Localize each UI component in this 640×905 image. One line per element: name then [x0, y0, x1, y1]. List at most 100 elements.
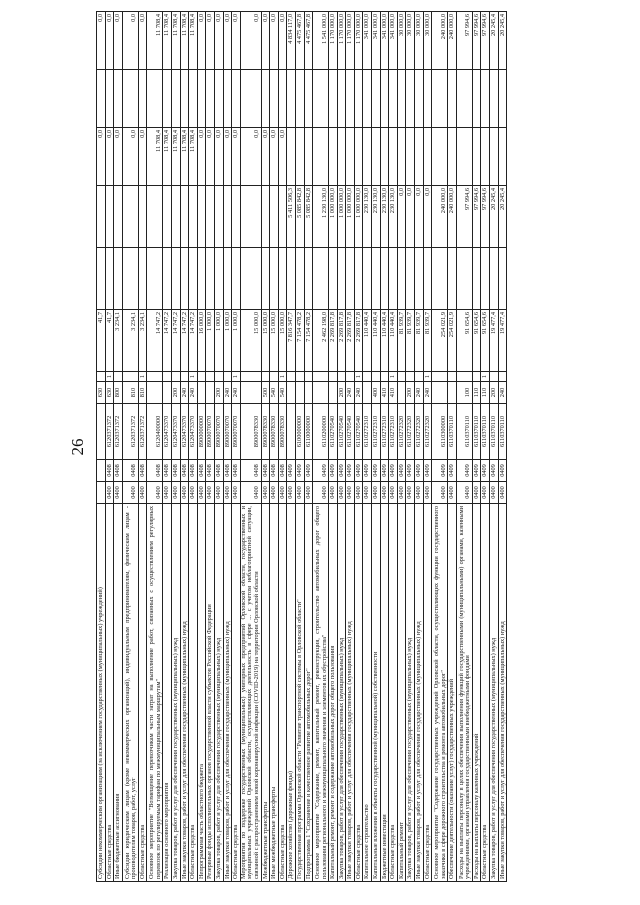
amount-col-3: 1 000 000,0: [328, 185, 338, 248]
amount-col-1: 3 234,1: [113, 309, 123, 372]
subsection-code: 0409: [489, 459, 499, 482]
source-flag: [405, 371, 415, 382]
amount-col-2: [278, 247, 287, 310]
source-flag: [312, 371, 329, 382]
amount-col-1: 14 747,2: [188, 309, 198, 372]
subsection-code: 0408: [122, 459, 139, 482]
expense-type-code: 810: [138, 381, 147, 404]
amount-col-3: [146, 185, 163, 248]
amount-col-4: [431, 127, 448, 186]
amount-col-5: [423, 69, 432, 128]
amount-col-3: 230 130,0: [388, 185, 398, 248]
target-article-code: 6110370110: [489, 403, 499, 460]
row-name: Областные средства: [480, 503, 490, 882]
source-flag: 1: [231, 371, 241, 382]
source-flag: [304, 371, 313, 382]
amount-col-6: 0,0: [261, 11, 270, 70]
section-code: 0400: [113, 481, 123, 504]
row-name: Областные средства: [105, 503, 114, 882]
amount-col-5: [146, 69, 163, 128]
amount-col-3: 97 994,6: [480, 185, 490, 248]
source-flag: 1: [480, 371, 490, 382]
target-article-code: 8900078330: [278, 403, 287, 460]
expense-type-code: [146, 381, 163, 404]
amount-col-6: 11 708,4: [180, 11, 189, 70]
amount-col-6: 0,0: [269, 11, 279, 70]
section-code: 0400: [354, 481, 363, 504]
amount-col-4: 0,0: [138, 127, 147, 186]
amount-col-3: 230 130,0: [362, 185, 372, 248]
source-flag: 1: [188, 371, 198, 382]
row-name: Капитальное строительство: [362, 503, 372, 882]
amount-col-5: [312, 69, 329, 128]
table-row: Государственная программа Орловской обла…: [295, 11, 305, 882]
amount-col-5: [231, 69, 241, 128]
amount-col-5: [397, 69, 406, 128]
target-article-code: 6100000000: [295, 403, 305, 460]
row-name: Иные закупки товаров, работ и услуг для …: [414, 503, 424, 882]
amount-col-1: 81 939,7: [397, 309, 406, 372]
section-code: 0400: [138, 481, 147, 504]
amount-col-6: 4 475 467,8: [304, 11, 313, 70]
row-name: Резервные фонды исполнительных органов г…: [205, 503, 215, 882]
amount-col-6: 4 834 117,0: [286, 11, 296, 70]
amount-col-3: 97 994,6: [472, 185, 481, 248]
amount-col-1: 14 747,2: [171, 309, 181, 372]
row-name: Областные средства: [388, 503, 398, 882]
amount-col-6: 11 708,4: [162, 11, 172, 70]
amount-col-1: 81 939,7: [423, 309, 432, 372]
target-article-code: 6110272320: [405, 403, 415, 460]
amount-col-3: [105, 185, 114, 248]
row-name: Иные закупки товаров, работ и услуг для …: [180, 503, 189, 882]
amount-col-2: [397, 247, 406, 310]
expense-type-code: 540: [278, 381, 287, 404]
source-flag: [146, 371, 163, 382]
amount-col-6: 30 000,0: [397, 11, 406, 70]
target-article-code: 6110370110: [456, 403, 473, 460]
row-name: Областные средства: [423, 503, 432, 882]
target-article-code: 8900078330: [240, 403, 262, 460]
amount-col-3: 1 000 000,0: [354, 185, 363, 248]
section-code: 0400: [414, 481, 424, 504]
amount-col-2: [96, 247, 106, 310]
row-name: Межбюджетные трансферты: [261, 503, 270, 882]
amount-col-4: 0,0: [261, 127, 270, 186]
expense-type-code: 240: [498, 381, 507, 404]
amount-col-5: [498, 69, 507, 128]
expense-type-code: 200: [489, 381, 499, 404]
amount-col-4: [388, 127, 398, 186]
amount-col-3: 230 130,0: [380, 185, 389, 248]
subsection-code: 0409: [337, 459, 346, 482]
amount-col-1: 1 000,0: [214, 309, 224, 372]
section-code: 0400: [388, 481, 398, 504]
amount-col-2: [162, 247, 172, 310]
section-code: 0400: [122, 481, 139, 504]
row-name: Капитальный ремонт: [397, 503, 406, 882]
amount-col-4: 0,0: [122, 127, 139, 186]
table-row: Иные закупки товаров, работ и услуг для …: [414, 11, 424, 882]
amount-col-4: 0,0: [240, 127, 262, 186]
subsection-code: 0408: [231, 459, 241, 482]
amount-col-2: [205, 247, 215, 310]
subsection-code: 0409: [414, 459, 424, 482]
source-flag: [447, 371, 457, 382]
amount-col-3: 230 130,0: [371, 185, 381, 248]
amount-col-4: [489, 127, 499, 186]
amount-col-1: 2 462 198,0: [312, 309, 329, 372]
table-row: Капитальные вложения в объекты государст…: [371, 11, 381, 882]
amount-col-4: [295, 127, 305, 186]
amount-col-3: 1 230 130,0: [312, 185, 329, 248]
amount-col-1: 3 234,1: [122, 309, 139, 372]
amount-col-6: 0,0: [205, 11, 215, 70]
expense-type-code: [286, 381, 296, 404]
table-row: Субсидии юридическим лицам (кроме некомм…: [122, 11, 139, 882]
amount-col-6: 0,0: [138, 11, 147, 70]
target-article-code: 6110200000: [312, 403, 329, 460]
subsection-code: 0409: [380, 459, 389, 482]
